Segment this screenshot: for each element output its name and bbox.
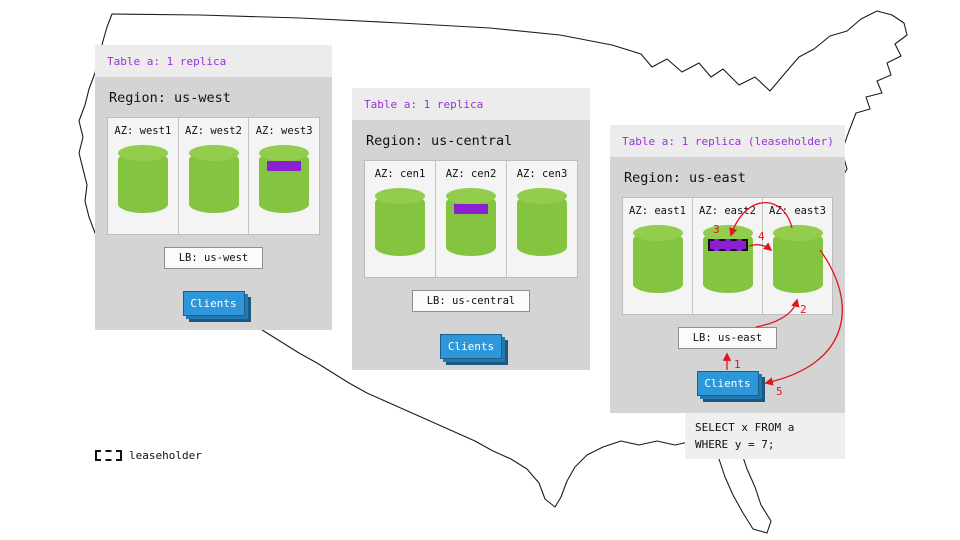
load-balancer: LB: us-central bbox=[411, 290, 531, 312]
region-panel-us-east: Table a: 1 replica (leaseholder) Region:… bbox=[610, 125, 845, 413]
az-label: AZ: east1 bbox=[629, 205, 686, 217]
az-column-cen1: AZ: cen1 bbox=[365, 161, 436, 277]
az-label: AZ: west2 bbox=[185, 125, 242, 137]
leaseholder-legend: leaseholder bbox=[95, 449, 202, 462]
region-title: Region: us-west bbox=[109, 90, 231, 106]
az-column-west3: AZ: west3 bbox=[249, 118, 319, 234]
load-balancer: LB: us-west bbox=[163, 247, 264, 269]
az-group: AZ: east1 AZ: east2 AZ: east3 bbox=[622, 197, 833, 315]
sql-query-note: SELECT x FROM a WHERE y = 7; bbox=[685, 413, 845, 460]
az-label: AZ: cen2 bbox=[445, 168, 497, 180]
database-cylinder bbox=[772, 225, 823, 293]
sql-line: WHERE y = 7; bbox=[695, 438, 775, 452]
sql-line: SELECT x FROM a bbox=[695, 421, 795, 434]
az-label: AZ: east3 bbox=[769, 205, 826, 217]
database-cylinder bbox=[117, 145, 168, 213]
load-balancer: LB: us-east bbox=[677, 327, 778, 349]
az-label: AZ: west1 bbox=[114, 125, 172, 137]
table-replica-label: Table a: 1 replica bbox=[364, 97, 484, 111]
az-column-east2: AZ: east2 bbox=[693, 198, 763, 314]
database-cylinder bbox=[632, 225, 683, 293]
replica-band bbox=[454, 204, 488, 214]
az-label: AZ: west3 bbox=[255, 125, 313, 137]
az-label: AZ: cen3 bbox=[516, 168, 568, 180]
az-label: AZ: cen1 bbox=[374, 168, 426, 180]
az-column-west1: AZ: west1 bbox=[108, 118, 179, 234]
database-cylinder bbox=[517, 188, 567, 256]
table-replica-label: Table a: 1 replica (leaseholder) bbox=[622, 134, 834, 148]
leaseholder-replica-band bbox=[707, 239, 748, 251]
database-cylinder bbox=[259, 145, 310, 213]
az-label: AZ: east2 bbox=[699, 205, 756, 217]
clients-node: Clients bbox=[440, 334, 502, 359]
database-cylinder bbox=[702, 225, 753, 293]
panel-header: Table a: 1 replica bbox=[95, 45, 332, 77]
az-group: AZ: west1 AZ: west2 AZ: west3 bbox=[107, 117, 320, 235]
legend-label: leaseholder bbox=[129, 449, 202, 462]
az-column-cen3: AZ: cen3 bbox=[507, 161, 577, 277]
az-column-cen2: AZ: cen2 bbox=[436, 161, 507, 277]
table-replica-label: Table a: 1 replica bbox=[107, 54, 227, 68]
database-cylinder bbox=[446, 188, 496, 256]
panel-header: Table a: 1 replica bbox=[352, 88, 590, 120]
region-title: Region: us-central bbox=[366, 133, 513, 149]
panel-header: Table a: 1 replica (leaseholder) bbox=[610, 125, 845, 157]
region-panel-us-west: Table a: 1 replica Region: us-west AZ: w… bbox=[95, 45, 332, 330]
az-column-east1: AZ: east1 bbox=[623, 198, 693, 314]
az-group: AZ: cen1 AZ: cen2 AZ: cen3 bbox=[364, 160, 578, 278]
clients-node: Clients bbox=[182, 291, 245, 316]
database-cylinder bbox=[375, 188, 425, 256]
database-cylinder bbox=[188, 145, 239, 213]
replica-band bbox=[267, 161, 302, 171]
region-title: Region: us-east bbox=[624, 170, 746, 186]
az-column-east3: AZ: east3 bbox=[763, 198, 832, 314]
region-panel-us-central: Table a: 1 replica Region: us-central AZ… bbox=[352, 88, 590, 370]
clients-node: Clients bbox=[696, 371, 759, 396]
az-column-west2: AZ: west2 bbox=[179, 118, 250, 234]
leaseholder-swatch-icon bbox=[95, 450, 122, 461]
